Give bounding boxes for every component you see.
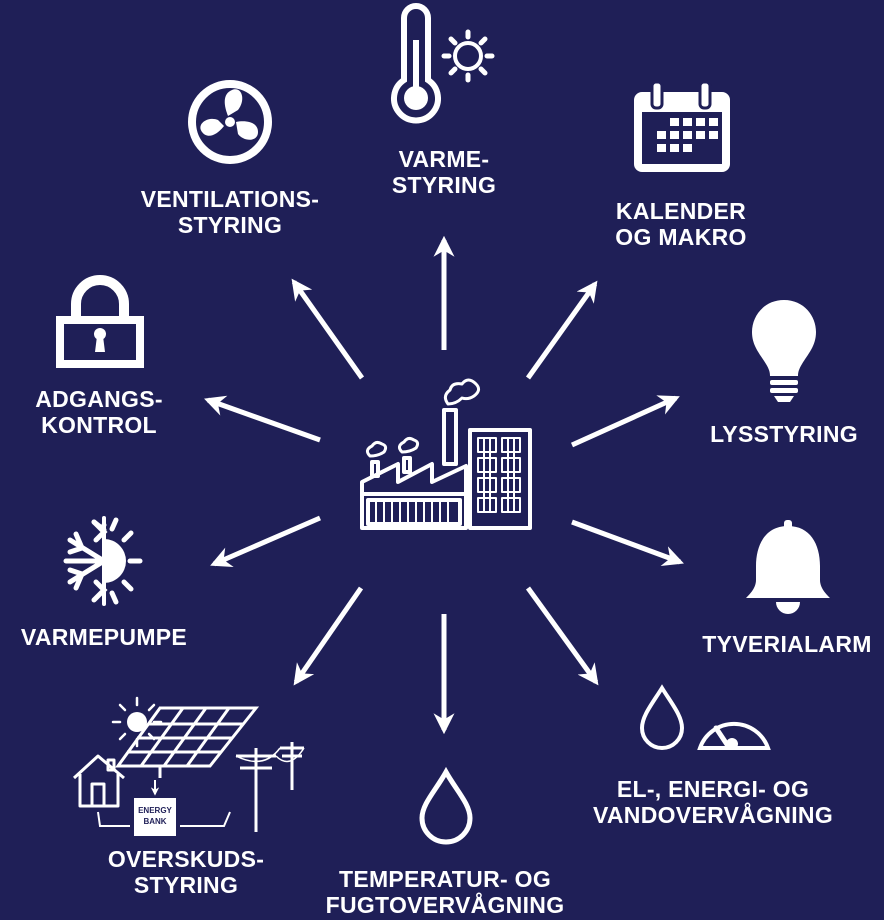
label-temp-line2: FUGTOVERVÅGNING bbox=[325, 892, 565, 918]
label-el-line2: VANDOVERVÅGNING bbox=[592, 802, 834, 828]
label-tyveri: TYVERIALARM bbox=[692, 631, 882, 657]
arrow-ventilation bbox=[291, 278, 365, 380]
label-varme-line2: STYRING bbox=[391, 172, 497, 198]
heat-pump-icon bbox=[63, 516, 143, 606]
arrow-varmepumpe bbox=[210, 515, 321, 567]
label-lys-line1: LYSSTYRING bbox=[710, 421, 858, 447]
arrow-kalender bbox=[525, 280, 598, 380]
lightbulb-icon bbox=[752, 300, 816, 402]
label-varmepumpe-line1: VARMEPUMPE bbox=[20, 624, 188, 650]
label-overskud: OVERSKUDS- STYRING bbox=[86, 846, 286, 898]
arrows bbox=[204, 235, 684, 735]
arrow-tyveri bbox=[571, 519, 684, 567]
label-overskud-line1: OVERSKUDS- bbox=[107, 846, 265, 872]
solar-energy-bank-icon: ENERGY BANK bbox=[72, 696, 305, 836]
label-adgang: ADGANGS- KONTROL bbox=[14, 386, 184, 438]
label-varme: VARME- STYRING bbox=[374, 146, 514, 198]
label-kalender-line1: KALENDER bbox=[615, 198, 747, 224]
energy-bank-line2: BANK bbox=[143, 817, 166, 826]
water-drop-icon bbox=[419, 766, 473, 845]
arrow-el bbox=[525, 586, 599, 686]
energy-bank-line1: ENERGY bbox=[138, 806, 172, 815]
label-adgang-line2: KONTROL bbox=[41, 412, 157, 438]
label-el-line1: EL-, ENERGI- OG bbox=[616, 776, 810, 802]
label-lys: LYSSTYRING bbox=[694, 421, 874, 447]
label-temp-line1: TEMPERATUR- OG bbox=[338, 866, 552, 892]
arrow-adgang bbox=[204, 395, 321, 443]
label-overskud-line2: STYRING bbox=[133, 872, 239, 898]
arrow-lys bbox=[570, 395, 680, 448]
label-temp: TEMPERATUR- OG FUGTOVERVÅGNING bbox=[300, 866, 590, 918]
drop-gauge-icon bbox=[639, 684, 771, 750]
label-ventilation-line1: VENTILATIONS- bbox=[140, 186, 320, 212]
label-adgang-line1: ADGANGS- bbox=[35, 386, 163, 412]
label-varmepumpe: VARMEPUMPE bbox=[4, 624, 204, 650]
label-ventilation-line2: STYRING bbox=[177, 212, 283, 238]
label-ventilation: VENTILATIONS- STYRING bbox=[120, 186, 340, 238]
factory-icon bbox=[360, 378, 532, 530]
label-el: EL-, ENERGI- OG VANDOVERVÅGNING bbox=[568, 776, 858, 828]
arrow-overskud bbox=[293, 586, 364, 686]
padlock-icon bbox=[56, 275, 144, 368]
label-varme-line1: VARME- bbox=[398, 146, 490, 172]
fan-icon bbox=[188, 80, 272, 164]
bell-icon bbox=[746, 520, 830, 614]
label-tyveri-line1: TYVERIALARM bbox=[702, 631, 872, 657]
label-kalender: KALENDER OG MAKRO bbox=[596, 198, 766, 250]
thermometer-sun-icon bbox=[391, 3, 495, 124]
label-kalender-line2: OG MAKRO bbox=[615, 224, 747, 250]
calendar-icon bbox=[634, 80, 730, 172]
